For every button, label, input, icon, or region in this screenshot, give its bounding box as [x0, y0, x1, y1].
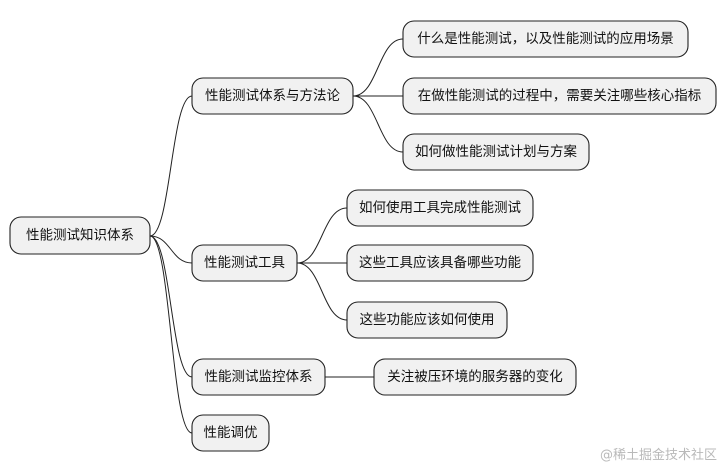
leaf-node-feature-usage: 这些功能应该如何使用 [346, 301, 508, 339]
edge-branch-1-leaf-3 [352, 95, 404, 153]
branch-node-label: 性能调优 [204, 425, 258, 441]
leaf-node-core-metrics: 在做性能测试的过程中，需要关注哪些核心指标 [402, 77, 717, 115]
edge-root-branch-3 [149, 235, 193, 378]
leaf-node-label: 关注被压环境的服务器的变化 [387, 369, 563, 385]
leaf-node-what-is-performance-testing: 什么是性能测试，以及性能测试的应用场景 [402, 20, 689, 58]
branch-node-monitoring: 性能测试监控体系 [191, 358, 326, 396]
leaf-node-tool-features: 这些工具应该具备哪些功能 [346, 244, 534, 282]
edge-root-branch-2 [149, 235, 193, 264]
leaf-node-label: 如何做性能测试计划与方案 [415, 143, 577, 160]
leaf-node-label: 这些功能应该如何使用 [360, 311, 495, 328]
leaf-node-server-changes: 关注被压环境的服务器的变化 [373, 358, 577, 396]
branch-node-label: 性能测试体系与方法论 [205, 88, 340, 104]
branch-node-label: 性能测试监控体系 [205, 369, 313, 385]
branch-node-methodology: 性能测试体系与方法论 [191, 77, 354, 115]
branch-node-tools: 性能测试工具 [191, 244, 298, 282]
leaf-node-label: 在做性能测试的过程中，需要关注哪些核心指标 [418, 88, 702, 104]
leaf-node-use-tools: 如何使用工具完成性能测试 [346, 189, 534, 227]
connector-lines [149, 38, 404, 434]
branch-node-tuning: 性能调优 [191, 414, 270, 452]
edge-branch-1-leaf-1 [352, 38, 404, 97]
branch-node-label: 性能测试工具 [204, 255, 285, 271]
edge-branch-2-leaf-1 [296, 207, 348, 264]
edge-branch-2-leaf-3 [296, 262, 348, 321]
leaf-node-label: 什么是性能测试，以及性能测试的应用场景 [417, 30, 674, 47]
leaf-node-test-plan: 如何做性能测试计划与方案 [402, 133, 590, 171]
root-node: 性能测试知识体系 [9, 216, 151, 255]
watermark-text: @稀土掘金技术社区 [600, 447, 717, 463]
edge-root-branch-1 [149, 95, 193, 237]
root-node-label: 性能测试知识体系 [26, 227, 134, 244]
leaf-node-label: 这些工具应该具备哪些功能 [359, 254, 521, 271]
edge-root-branch-4 [149, 235, 193, 434]
leaf-node-label: 如何使用工具完成性能测试 [359, 199, 521, 216]
